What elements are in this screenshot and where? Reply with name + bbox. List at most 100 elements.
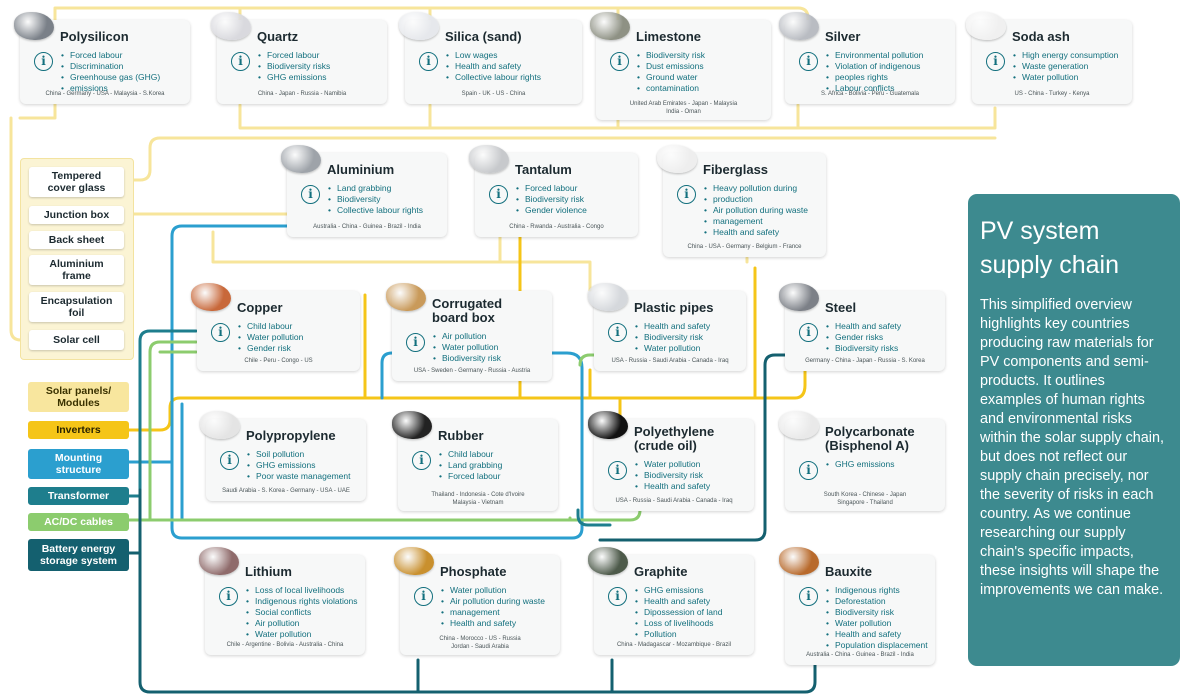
info-icon: i: [219, 587, 238, 606]
risk-item: Violation of indigenous: [826, 61, 923, 72]
battery-connectors: [126, 353, 817, 694]
risk-item: management: [704, 216, 808, 227]
info-icon: i: [799, 461, 818, 480]
component-aluminium-frame: Aluminium frame: [29, 255, 124, 285]
risk-item: Biodiversity: [328, 194, 423, 205]
material-title: Aluminium: [327, 162, 395, 177]
risk-item: Gender violence: [516, 205, 587, 216]
risk-item: Air pollution: [246, 618, 358, 629]
risk-item: Discrimination: [61, 61, 160, 72]
risk-item: Low wages: [446, 50, 541, 61]
risk-item: peoples rights: [826, 72, 923, 83]
risk-list: Loss of local livelihoodsIndigenous righ…: [245, 585, 358, 640]
info-icon: i: [220, 451, 239, 470]
risk-item: contamination: [637, 83, 705, 94]
risk-item: Health and safety: [704, 227, 808, 238]
risk-item: High energy consumption: [1013, 50, 1118, 61]
material-title: Bauxite: [825, 564, 872, 579]
risk-item: GHG emissions: [826, 459, 894, 470]
risk-item: Dipossession of land: [635, 607, 722, 618]
material-title: Soda ash: [1012, 29, 1070, 44]
info-icon: i: [799, 587, 818, 606]
material-image-soda-ash: [966, 12, 1006, 40]
risk-list: Heavy pollution duringproductionAir poll…: [703, 183, 808, 238]
info-icon: i: [406, 333, 425, 352]
info-icon: i: [799, 52, 818, 71]
material-title: Fiberglass: [703, 162, 769, 177]
risk-list: Indigenous rightsDeforestationBiodiversi…: [825, 585, 928, 651]
country-list: China - Madagascar - Mozambique - Brazil: [616, 642, 732, 648]
mounting-connectors: [126, 224, 584, 540]
risk-item: Collective labour rights: [328, 205, 423, 216]
info-icon: i: [608, 461, 627, 480]
info-icon: i: [34, 52, 53, 71]
material-title: Graphite: [634, 564, 688, 579]
material-image-lithium: [199, 547, 239, 575]
material-title: Rubber: [438, 428, 484, 443]
risk-item: Social conflicts: [246, 607, 358, 618]
material-title: Silica (sand): [445, 29, 522, 44]
material-title: Polysilicon: [60, 29, 129, 44]
material-image-fiberglass: [657, 145, 697, 173]
risk-list: Health and safetyBiodiversity riskWater …: [634, 321, 710, 354]
risk-item: Loss of local livelihoods: [246, 585, 358, 596]
country-list: USA - Russia - Saudi Arabia - Canada - I…: [611, 358, 729, 364]
risk-item: Air pollution during waste: [441, 596, 545, 607]
country-list: US - China - Turkey - Kenya: [1014, 91, 1090, 97]
material-title: Polycarbonate (Bisphenol A): [825, 424, 915, 453]
country-list: Chile - Peru - Congo - US: [244, 358, 313, 364]
country-list: China - USA - Germany - Belgium - France: [687, 244, 802, 250]
risk-item: Air pollution: [433, 331, 501, 342]
risk-item: Population displacement: [826, 640, 928, 651]
component-tempered-cover-glass: Tempered cover glass: [29, 167, 124, 197]
risk-item: Pollution: [635, 629, 722, 640]
country-list: Germany - China - Japan - Russia - S. Ko…: [805, 358, 925, 364]
risk-item: GHG emissions: [635, 585, 722, 596]
country-list: China - Japan - Russia - Namibia: [257, 91, 347, 97]
info-icon: i: [414, 587, 433, 606]
risk-list: Biodiversity riskDust emissionsGround wa…: [636, 50, 705, 94]
material-title: Steel: [825, 300, 857, 315]
risk-item: Forced labour: [439, 471, 502, 482]
risk-item: Forced labour: [61, 50, 160, 61]
info-icon: i: [799, 323, 818, 342]
material-title: Silver: [825, 29, 861, 44]
product-solar-panels: Solar panels/ Modules: [28, 382, 129, 412]
solar-panel-connectors: [9, 6, 997, 342]
product-ac-dc-cables: AC/DC cables: [28, 513, 129, 531]
risk-item: Biodiversity risk: [516, 194, 587, 205]
country-list: China - Rwanda - Australia - Congo: [509, 224, 604, 230]
risk-item: Gender risk: [238, 343, 303, 354]
risk-item: Biodiversity risk: [635, 332, 710, 343]
info-icon: i: [301, 185, 320, 204]
risk-list: Land grabbingBiodiversityCollective labo…: [327, 183, 423, 216]
risk-item: Biodiversity risks: [258, 61, 330, 72]
risk-item: Forced labour: [516, 183, 587, 194]
info-icon: i: [419, 52, 438, 71]
material-image-plastic-pipes: [588, 283, 628, 311]
risk-item: Poor waste management: [247, 471, 350, 482]
risk-item: Forced labour: [258, 50, 330, 61]
risk-list: Child labourLand grabbingForced labour: [438, 449, 502, 482]
country-list: United Arab Emirates - Japan - Malaysia …: [629, 101, 738, 115]
risk-item: Gender risks: [826, 332, 901, 343]
info-icon: i: [211, 323, 230, 342]
risk-item: Collective labour rights: [446, 72, 541, 83]
risk-item: Health and safety: [446, 61, 541, 72]
risk-item: Land grabbing: [328, 183, 423, 194]
risk-item: Heavy pollution during: [704, 183, 808, 194]
risk-item: Deforestation: [826, 596, 928, 607]
risk-list: High energy consumptionWaste generationW…: [1012, 50, 1118, 83]
risk-list: Forced labourBiodiversity riskGender vio…: [515, 183, 587, 216]
material-image-graphite: [588, 547, 628, 575]
product-transformer: Transformer: [28, 487, 129, 505]
info-icon: i: [489, 185, 508, 204]
risk-item: Health and safety: [635, 596, 722, 607]
risk-item: Waste generation: [1013, 61, 1118, 72]
risk-list: Low wagesHealth and safetyCollective lab…: [445, 50, 541, 83]
risk-item: Health and safety: [826, 629, 928, 640]
material-image-bauxite: [779, 547, 819, 575]
info-icon: i: [608, 587, 627, 606]
material-image-tantalum: [469, 145, 509, 173]
country-list: South Korea - Chinese - Japan Singapore …: [823, 492, 907, 506]
